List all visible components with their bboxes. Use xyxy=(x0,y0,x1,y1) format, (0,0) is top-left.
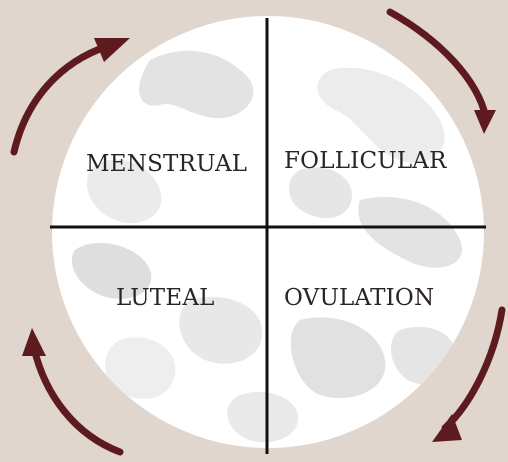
phase-label-luteal: LUTEAL xyxy=(116,285,215,311)
phase-label-menstrual: MENSTRUAL xyxy=(86,151,247,177)
phase-label-follicular: FOLLICULAR xyxy=(284,148,447,174)
arrowhead-top-right-icon xyxy=(474,110,496,134)
phase-label-ovulation: OVULATION xyxy=(284,285,434,311)
arrowhead-bottom-left-icon xyxy=(22,328,46,356)
arrowhead-top-left-icon xyxy=(94,38,130,62)
